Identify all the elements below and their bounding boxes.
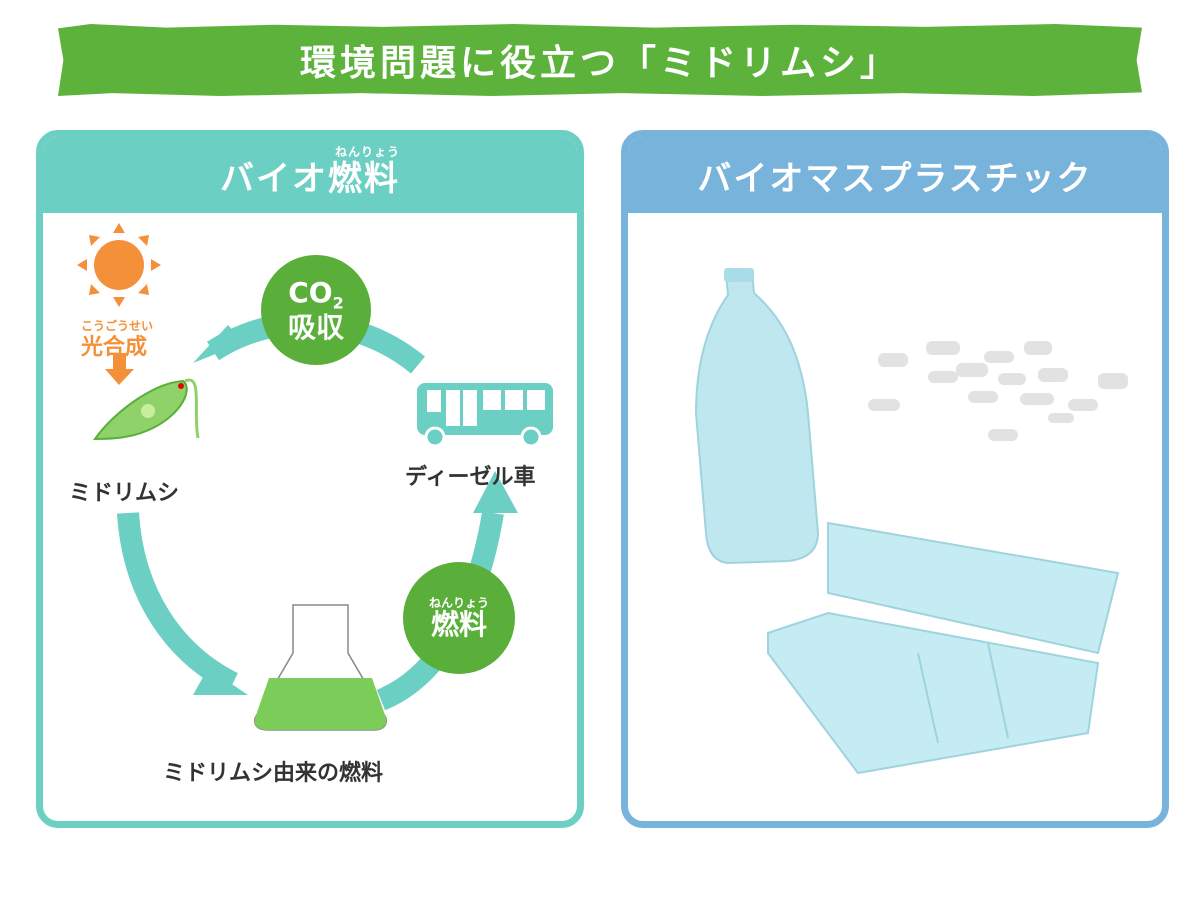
cycle-diagram bbox=[77, 223, 553, 731]
fuel-badge: ねんりょう 燃料 bbox=[403, 562, 515, 674]
lunch-box-icon bbox=[767, 521, 1120, 775]
co2-text: CO bbox=[288, 276, 333, 310]
euglena-label: ミドリムシ bbox=[69, 481, 180, 506]
photosynthesis-label: 光合成 bbox=[81, 335, 148, 360]
bus-icon bbox=[417, 383, 553, 448]
co2-subscript: 2 bbox=[332, 293, 344, 313]
flask-icon bbox=[254, 604, 387, 731]
photosynthesis-ruby: こうごうせい bbox=[81, 319, 154, 333]
co2-absorption-badge: CO2 吸収 bbox=[261, 255, 371, 365]
down-arrow-icon bbox=[105, 353, 134, 385]
sun-icon bbox=[77, 223, 161, 307]
fuel-ruby: ねんりょう bbox=[428, 596, 489, 610]
arrow-head-left bbox=[193, 325, 243, 363]
biofuel-title: バイオ燃料 bbox=[220, 158, 400, 199]
bioplastic-title: バイオマスプラスチック bbox=[697, 158, 1093, 199]
arrow-head-bus bbox=[473, 471, 518, 513]
fuel-text: 燃料 bbox=[430, 607, 487, 641]
title-banner: 環境問題に役立つ「ミドリムシ」 bbox=[58, 24, 1142, 96]
bus-label: ディーゼル車 bbox=[405, 465, 536, 490]
biofuel-ruby: ねんりょう bbox=[335, 145, 401, 159]
absorption-text: 吸収 bbox=[287, 310, 344, 344]
euglena-icon bbox=[93, 378, 200, 441]
bottle-icon bbox=[694, 268, 820, 565]
bioplastic-panel: バイオマスプラスチック bbox=[621, 130, 1169, 828]
flask-label: ミドリムシ由来の燃料 bbox=[163, 761, 384, 786]
biofuel-header: ねんりょう バイオ燃料 bbox=[43, 137, 577, 213]
banner-title: 環境問題に役立つ「ミドリムシ」 bbox=[299, 43, 900, 84]
arrow-head-flask bbox=[193, 668, 248, 695]
biofuel-panel: ねんりょう バイオ燃料 bbox=[36, 130, 584, 828]
bioplastic-header: バイオマスプラスチック bbox=[628, 137, 1162, 213]
plastic-pellets-icon bbox=[868, 341, 1128, 441]
plastic-illustration bbox=[694, 268, 1128, 775]
